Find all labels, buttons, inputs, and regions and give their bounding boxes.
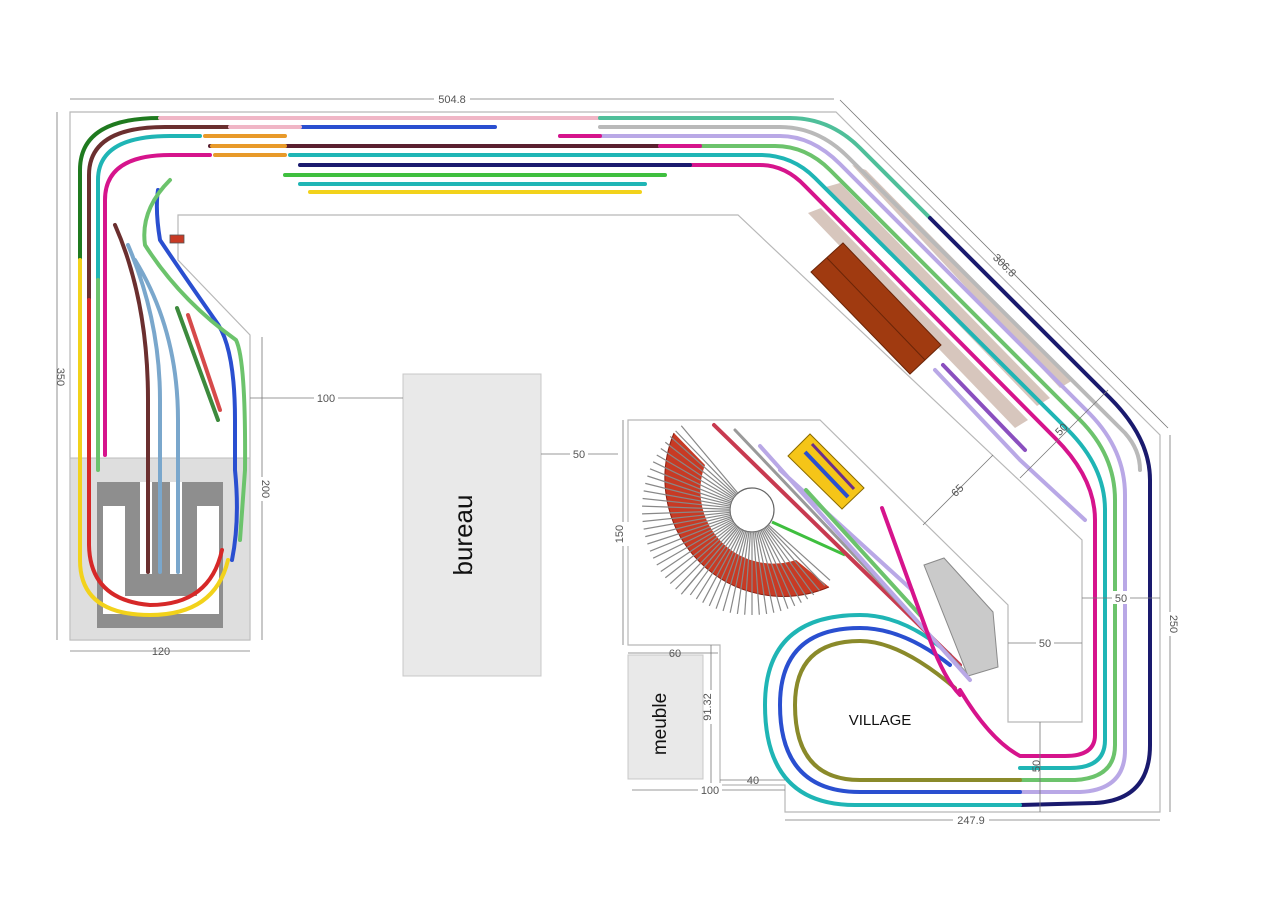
station-area bbox=[808, 165, 1073, 428]
turntable-spoke bbox=[766, 525, 826, 586]
main-tracks bbox=[78, 116, 1152, 807]
dim-bottom-small: 50 bbox=[1031, 760, 1043, 772]
dim-bottom: 247.9 bbox=[957, 815, 985, 827]
turntable-spoke bbox=[660, 521, 735, 573]
dim-upper-diag-depth: 50 bbox=[1053, 421, 1070, 438]
turntable-spoke bbox=[680, 425, 739, 494]
village-tracks bbox=[712, 363, 1087, 697]
turntable-spoke bbox=[764, 527, 815, 596]
dim-left: 350 bbox=[54, 368, 66, 386]
dim-meuble-width: 60 bbox=[669, 648, 681, 660]
turntable-spoke bbox=[722, 530, 747, 612]
turntable-spoke bbox=[684, 526, 739, 591]
turntable-spoke bbox=[645, 482, 731, 506]
turntable-spoke bbox=[643, 490, 731, 507]
turntable-spoke bbox=[647, 516, 732, 545]
bureau-label: bureau bbox=[448, 495, 478, 576]
dim-left-bottom: 120 bbox=[152, 646, 170, 658]
turntable-spoke bbox=[642, 497, 731, 509]
turntable-spoke bbox=[656, 520, 734, 566]
turntable-spoke bbox=[708, 529, 744, 607]
turntable-spoke bbox=[652, 461, 733, 501]
village-building bbox=[923, 557, 999, 677]
turntable-spoke bbox=[755, 531, 775, 613]
village-label: VILLAGE bbox=[849, 712, 912, 729]
turntable-spoke bbox=[752, 531, 760, 615]
turntable-spoke bbox=[760, 529, 796, 607]
turntable-spoke bbox=[757, 530, 782, 612]
turntable-spoke bbox=[675, 430, 738, 495]
turntable-spoke bbox=[702, 529, 743, 603]
turntable-spoke bbox=[765, 526, 820, 591]
turntable-spoke bbox=[652, 519, 733, 559]
dim-gap-bureau-village: 50 bbox=[573, 449, 585, 461]
dim-village-height: 150 bbox=[614, 525, 626, 543]
turntable-spoke bbox=[754, 531, 768, 615]
dim-gap-meuble: 40 bbox=[747, 775, 759, 787]
dim-top: 504.8 bbox=[438, 94, 466, 106]
turntable-spoke bbox=[656, 454, 734, 500]
bureau-box: bureau bbox=[402, 373, 542, 677]
dim-gap-left-bureau: 100 bbox=[317, 393, 335, 405]
turntable-spoke bbox=[695, 528, 741, 600]
turntable-spoke bbox=[744, 531, 752, 615]
turntable-spoke bbox=[669, 435, 737, 496]
platform-2 bbox=[826, 183, 1050, 406]
turntable-spoke bbox=[669, 524, 737, 585]
turntable-spoke bbox=[761, 529, 802, 603]
turntable-spoke bbox=[642, 511, 731, 523]
dim-diagonal: 306.8 bbox=[990, 252, 1018, 280]
turntable-spoke bbox=[643, 513, 731, 530]
turntable-spoke bbox=[736, 531, 750, 615]
turntable-spoke bbox=[689, 527, 740, 596]
dimensions: 504.8 306.8 350 120 100 200 50 150 60 91 bbox=[54, 92, 1179, 827]
turntable-spoke bbox=[664, 523, 736, 579]
turntable-spoke bbox=[649, 517, 732, 552]
turntable-spoke bbox=[660, 447, 735, 499]
turntable-spoke bbox=[664, 441, 736, 497]
signal-box bbox=[169, 234, 185, 244]
meuble-box: meuble bbox=[627, 654, 704, 780]
turntable-spoke bbox=[729, 531, 749, 613]
turntable-spoke bbox=[642, 510, 731, 515]
dim-right: 250 bbox=[1167, 615, 1179, 633]
turntable-spoke bbox=[647, 475, 732, 504]
left-tracks bbox=[78, 178, 248, 617]
dim-left-module: 200 bbox=[259, 480, 271, 498]
turntable-spoke bbox=[715, 530, 746, 609]
dim-meuble-height: 91.32 bbox=[702, 693, 714, 721]
roundhouse bbox=[642, 425, 846, 615]
turntable-spoke bbox=[767, 524, 831, 581]
layout-outline bbox=[69, 111, 1161, 813]
turntable-spoke bbox=[642, 505, 731, 510]
meuble-label: meuble bbox=[650, 693, 671, 755]
turntable-spoke bbox=[675, 525, 738, 590]
dim-right-strip: 50 bbox=[1115, 593, 1127, 605]
dim-right-inner: 50 bbox=[1039, 638, 1051, 650]
dim-bottom-left: 100 bbox=[701, 785, 719, 797]
platform-3 bbox=[808, 208, 1028, 428]
platform-1 bbox=[852, 165, 1073, 388]
turntable-spoke bbox=[649, 468, 732, 503]
turntable-spoke bbox=[645, 514, 731, 538]
turntable-spoke bbox=[763, 528, 809, 600]
turntable-spoke bbox=[758, 530, 789, 609]
dim-diag-depth: 65 bbox=[949, 482, 966, 499]
